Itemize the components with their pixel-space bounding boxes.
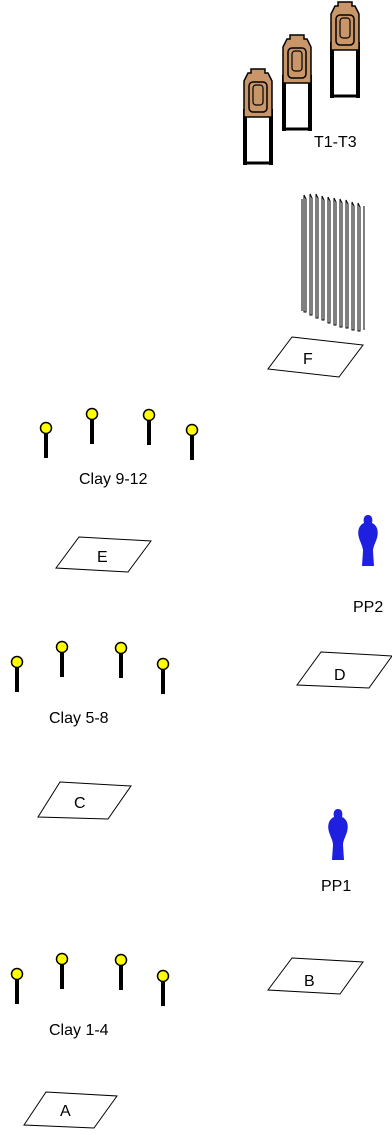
fence-panel-icon — [301, 193, 365, 332]
box-f-label: F — [303, 351, 313, 368]
box-a-label: A — [60, 1103, 71, 1120]
clay-5-8-label: Clay 5-8 — [49, 710, 109, 727]
clay-stake-icon — [54, 951, 70, 991]
box-c-label: C — [74, 795, 86, 812]
box-d-label: D — [334, 667, 346, 684]
clay-9-12-label: Clay 9-12 — [79, 471, 148, 488]
steel-target-icon — [280, 33, 314, 133]
clay-stake-icon — [155, 656, 171, 696]
clay-stake-icon — [84, 406, 100, 446]
box-b-label: B — [304, 973, 315, 990]
shooting-box-icon — [296, 651, 392, 689]
shooting-box-icon — [23, 1091, 118, 1129]
clay-stake-icon — [184, 422, 200, 462]
pp1-label: PP1 — [321, 878, 351, 895]
shooting-box-icon — [37, 781, 132, 820]
shooting-box-icon — [267, 957, 364, 995]
targets-label: T1-T3 — [314, 134, 357, 151]
clay-stake-icon — [54, 639, 70, 679]
steel-target-icon — [328, 0, 362, 100]
box-e-label: E — [97, 549, 108, 566]
pepper-popper-icon — [328, 809, 348, 860]
clay-stake-icon — [155, 968, 171, 1008]
clay-stake-icon — [9, 966, 25, 1006]
clay-stake-icon — [9, 654, 25, 694]
clay-stake-icon — [38, 420, 54, 460]
clay-stake-icon — [113, 952, 129, 992]
pepper-popper-icon — [358, 515, 378, 566]
clay-stake-icon — [141, 407, 157, 447]
shooting-box-icon — [267, 336, 364, 378]
clay-1-4-label: Clay 1-4 — [49, 1022, 109, 1039]
clay-stake-icon — [113, 640, 129, 680]
steel-target-icon — [241, 67, 275, 167]
shooting-box-icon — [55, 536, 152, 573]
pp2-label: PP2 — [353, 599, 383, 616]
